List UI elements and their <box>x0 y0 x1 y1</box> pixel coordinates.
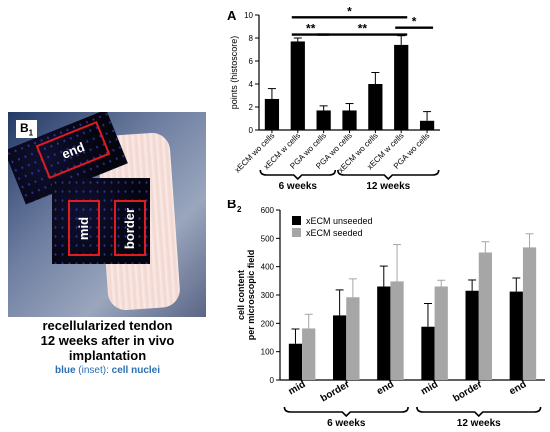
x-tick-label-b2-0: mid <box>287 379 308 397</box>
roi-border-label: border <box>122 207 138 249</box>
y-tick-label-a-0: 0 <box>249 126 254 135</box>
y-tick-label-b2-2: 200 <box>261 319 275 328</box>
y-tick-label-a-3: 6 <box>249 57 254 66</box>
group-label-b2-0: 6 weeks <box>327 418 366 429</box>
bar-a-0 <box>264 98 280 130</box>
group-bracket-a-0 <box>259 169 337 181</box>
panel-label-a: A <box>227 8 237 23</box>
panel-label-b2: B <box>227 200 236 211</box>
x-tick-label-b2-5: end <box>508 379 529 397</box>
caption-line-1: recellularized tendon <box>42 318 173 333</box>
group-bracket-b2-1 <box>416 406 542 418</box>
caption-legend: blue (inset): cell nuclei <box>0 365 215 376</box>
roi-mid-label: mid <box>76 216 92 240</box>
bar-a-4 <box>368 84 383 130</box>
y-axis-label-a: points (histoscore) <box>229 36 239 110</box>
bar-b2-s0-2 <box>377 286 391 380</box>
y-tick-label-a-4: 8 <box>249 34 254 43</box>
group-label-a-1: 12 weeks <box>366 181 410 192</box>
group-label-a-0: 6 weeks <box>279 181 318 192</box>
y-tick-label-a-1: 2 <box>249 103 254 112</box>
panel-label-b1-sub: 1 <box>28 128 34 138</box>
bar-b2-s0-5 <box>509 291 523 380</box>
roi-mid: mid <box>68 200 100 256</box>
tendon-photo-panel: end mid border B1 recellularized tendon … <box>0 0 215 432</box>
bar-b2-s1-0 <box>302 328 316 380</box>
significance-label-a-1: ** <box>306 22 316 36</box>
tendon-photograph: end mid border <box>8 112 206 317</box>
y-axis-label-b2-1: per microscopic field <box>246 250 256 341</box>
panel-label-b2-sub: 2 <box>237 205 242 214</box>
bar-b2-s0-0 <box>288 343 303 380</box>
caption-legend-value: cell nuclei <box>111 365 161 376</box>
group-bracket-a-1 <box>337 169 440 181</box>
y-tick-label-b2-4: 400 <box>261 263 275 272</box>
bar-a-3 <box>342 110 357 130</box>
y-axis-label-b2-0: cell content <box>236 270 246 320</box>
y-tick-label-b2-0: 0 <box>270 376 275 385</box>
y-tick-label-b2-1: 100 <box>261 348 275 357</box>
y-tick-label-b2-6: 600 <box>261 206 275 215</box>
x-tick-label-b2-3: mid <box>419 379 440 397</box>
x-tick-label-b2-4: border <box>451 379 484 404</box>
caption-main: recellularized tendon 12 weeks after in … <box>0 318 215 363</box>
caption-legend-key: blue <box>54 365 76 376</box>
caption-line-2: 12 weeks after in vivo <box>40 333 175 348</box>
bar-b2-s0-1 <box>333 315 347 380</box>
panel-label-b1-letter: B <box>20 121 29 135</box>
significance-label-a-0: * <box>347 4 352 18</box>
y-tick-label-b2-5: 500 <box>261 234 275 243</box>
significance-label-a-3: * <box>412 15 417 29</box>
legend-swatch-b2-1 <box>292 228 301 237</box>
roi-border: border <box>114 200 146 256</box>
legend-label-b2-1: xECM seeded <box>306 228 363 238</box>
legend-label-b2-0: xECM unseeded <box>306 216 373 226</box>
x-tick-label-b2-2: end <box>375 379 396 397</box>
photo-caption: recellularized tendon 12 weeks after in … <box>0 318 215 376</box>
bar-b2-s1-4 <box>478 252 492 380</box>
group-bracket-b2-0 <box>283 406 409 418</box>
y-tick-label-a-5: 10 <box>244 11 253 20</box>
bar-b2-s1-5 <box>522 247 537 380</box>
bar-a-6 <box>419 120 435 130</box>
y-tick-label-b2-3: 300 <box>261 291 275 300</box>
roi-end-label: end <box>59 138 87 162</box>
legend-swatch-b2-0 <box>292 216 301 225</box>
caption-legend-mid: (inset): <box>75 365 112 376</box>
bar-a-2 <box>316 110 331 130</box>
panel-label-b1: B1 <box>16 120 38 139</box>
bar-a-5 <box>394 44 409 130</box>
caption-line-3: implantation <box>68 348 147 363</box>
bar-b2-s0-4 <box>465 290 479 380</box>
bar-b2-s1-3 <box>434 286 448 380</box>
y-tick-label-a-2: 4 <box>249 80 254 89</box>
bar-b2-s0-3 <box>421 326 435 380</box>
group-label-b2-1: 12 weeks <box>457 418 501 429</box>
bar-b2-s1-2 <box>390 281 404 380</box>
bar-b2-s1-1 <box>346 297 360 380</box>
bar-a-1 <box>290 41 305 131</box>
x-tick-label-b2-1: border <box>319 379 352 404</box>
significance-label-a-2: ** <box>358 22 368 36</box>
